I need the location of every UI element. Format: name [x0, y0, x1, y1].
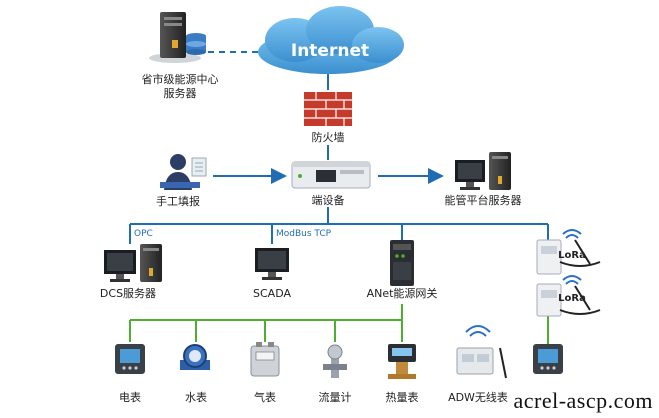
- end-device-label: 端设备: [312, 193, 345, 207]
- platform-server-label: 能管平台服务器: [445, 193, 522, 207]
- connections: [129, 51, 549, 344]
- electric-label: 电表: [119, 390, 141, 404]
- heat-meter-icon: [388, 344, 416, 379]
- firewall-icon: [304, 92, 352, 126]
- person-icon: [160, 154, 207, 190]
- anet-label: ANet能源网关: [367, 286, 438, 300]
- anet-gateway-icon: [390, 240, 414, 286]
- heat-label: 热量表: [386, 390, 419, 404]
- modbus-label: ModBus TCP: [276, 229, 332, 239]
- city-server-icon: [149, 12, 206, 63]
- gas-meter-icon: [250, 342, 280, 377]
- lora-meter-icon: [533, 344, 563, 374]
- lora-device-bottom: [536, 275, 601, 317]
- opc-label: OPC: [134, 229, 153, 239]
- water-meter-icon: [180, 344, 210, 370]
- adw-label: ADW无线表: [448, 390, 508, 404]
- lora-label-top: LoRa: [558, 250, 586, 261]
- water-label: 水表: [185, 390, 207, 404]
- internet-label: Internet: [291, 41, 369, 61]
- electric-meter-icon: [115, 344, 145, 374]
- manual-label: 手工填报: [156, 194, 200, 208]
- lora-label-bottom: LoRa: [558, 293, 586, 304]
- scada-monitor-icon: [255, 248, 289, 280]
- lora-device-top: [536, 229, 601, 275]
- cloud-icon: [258, 6, 404, 74]
- dcs-server-icon: [104, 244, 162, 282]
- watermark-text: acrel-ascp.com: [513, 388, 653, 413]
- adw-meter-icon: [456, 325, 507, 379]
- flow-label: 流量计: [319, 390, 352, 404]
- firewall-label: 防火墙: [312, 130, 345, 144]
- city-server-label: 省市级能源中心: [142, 72, 219, 86]
- end-device-icon: [291, 161, 371, 189]
- scada-label: SCADA: [253, 287, 291, 300]
- platform-server-icon: [455, 152, 511, 190]
- city-server-label-line2: 服务器: [164, 87, 197, 100]
- gas-label: 气表: [254, 390, 276, 404]
- dcs-label: DCS服务器: [100, 287, 156, 300]
- flow-meter-icon: [323, 344, 347, 378]
